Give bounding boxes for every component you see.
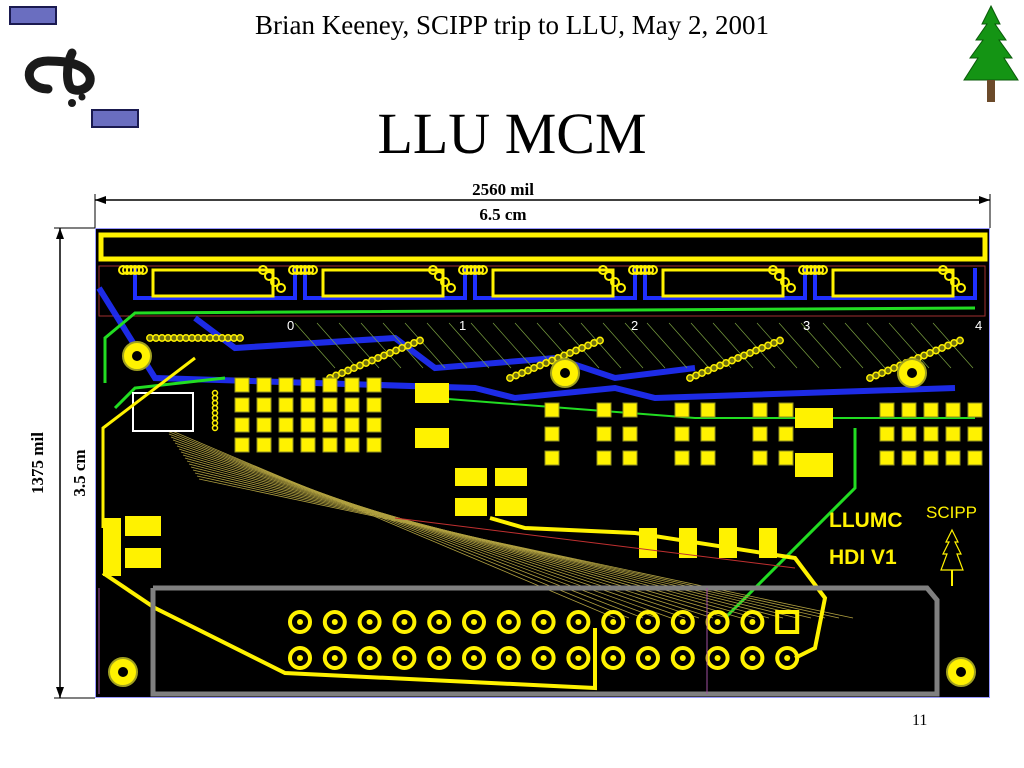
- board-tree-icon: [940, 528, 964, 586]
- svg-text:0: 0: [287, 318, 294, 333]
- svg-text:3: 3: [803, 318, 810, 333]
- pcb-layout-image: 0 1 2 3 4: [95, 228, 990, 698]
- width-mil-label: 2560 mil: [472, 180, 534, 199]
- slide-title: LLU MCM: [377, 101, 647, 166]
- svg-text:2: 2: [631, 318, 638, 333]
- board-label-name: LLUMC: [829, 509, 903, 532]
- scipp-logo-icon: [9, 6, 139, 128]
- svg-text:1: 1: [459, 318, 466, 333]
- svg-text:4: 4: [975, 318, 982, 333]
- height-cm-label: 3.5 cm: [70, 449, 89, 497]
- width-cm-label: 6.5 cm: [479, 205, 527, 224]
- page-number: 11: [912, 712, 928, 729]
- slide-header: Brian Keeney, SCIPP trip to LLU, May 2, …: [255, 10, 769, 40]
- tree-logo-icon: [963, 4, 1019, 102]
- board-label-group: SCIPP: [926, 503, 978, 522]
- board-label-version: HDI V1: [829, 546, 897, 569]
- height-mil-label: 1375 mil: [28, 432, 47, 494]
